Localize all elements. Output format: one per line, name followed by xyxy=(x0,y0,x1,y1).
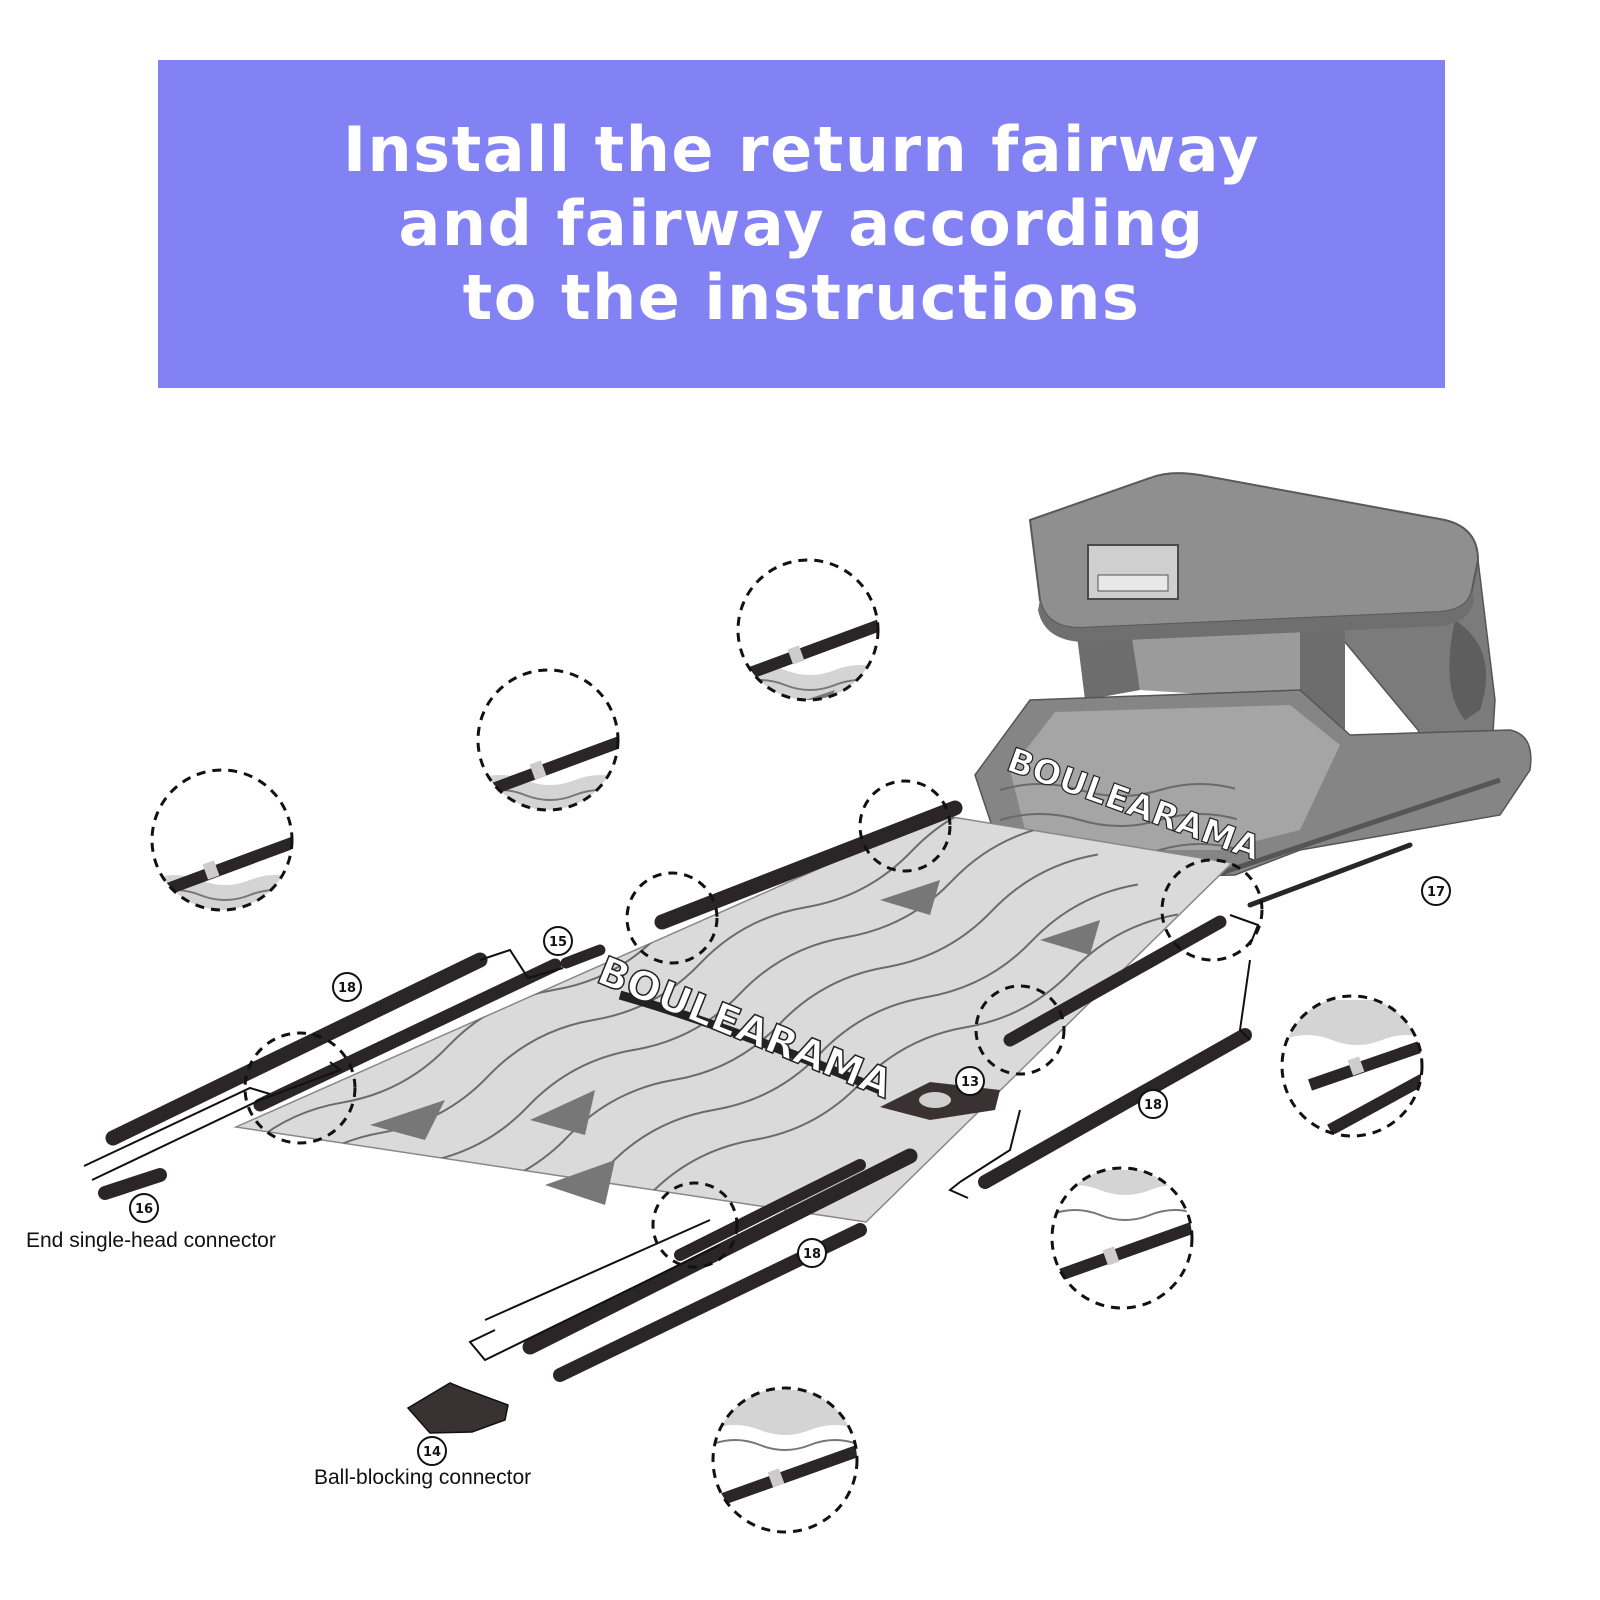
callout-15: 15 xyxy=(543,926,573,956)
machine-cover-front xyxy=(1038,590,1474,642)
score-counter-window xyxy=(1097,574,1169,592)
deck-inner xyxy=(1010,705,1340,850)
callout-17: 17 xyxy=(1421,876,1451,906)
svg-text:15: 15 xyxy=(549,935,567,950)
ball-connector-caption: Ball-blocking connector xyxy=(314,1466,532,1489)
callout-14: 14 xyxy=(417,1436,447,1466)
rail-right-upper xyxy=(1003,915,1227,1047)
zoom-detail-6 xyxy=(711,1386,859,1534)
zoom-detail-4 xyxy=(1280,994,1424,1138)
zoom-detail-5 xyxy=(1050,1166,1194,1310)
banner-line-1: Install the return fairway xyxy=(342,113,1261,186)
rail-front-3 xyxy=(674,1159,866,1261)
machine-opening xyxy=(1130,625,1300,700)
machine-side-wheel xyxy=(1449,620,1487,720)
banner-line-3: to the instructions xyxy=(462,261,1141,334)
lane-logo-swoosh xyxy=(618,990,882,1095)
svg-text:18: 18 xyxy=(803,1247,821,1262)
t-connector-hole xyxy=(919,1092,951,1108)
ball-blocking-connector-part xyxy=(406,1382,509,1434)
rail-right-lower xyxy=(978,1028,1252,1189)
title-banner: Install the return fairway and fairway a… xyxy=(158,60,1445,388)
rail-left-upper xyxy=(654,800,963,930)
fairway-lane: BOULEARAMA xyxy=(233,814,1234,1223)
end-connector-caption: End single-head connector xyxy=(26,1229,276,1252)
lane-surface xyxy=(233,814,1234,1223)
rail-right-return xyxy=(1247,842,1413,908)
svg-text:13: 13 xyxy=(961,1075,979,1090)
lane-arrow xyxy=(545,1160,615,1205)
callout-13: 13 xyxy=(955,1066,985,1096)
lane-arrow xyxy=(370,1100,445,1140)
pinsetter-machine: BOULEARAMA xyxy=(974,472,1532,883)
callout-16: 16 xyxy=(129,1193,159,1223)
callouts: 15 18 16 13 18 17 18 14 xyxy=(129,876,1451,1466)
lane-arrow xyxy=(530,1090,595,1135)
part-15-segment xyxy=(560,944,606,969)
machine-rail xyxy=(1199,777,1501,883)
svg-text:18: 18 xyxy=(1144,1098,1162,1113)
connection-lines xyxy=(83,914,1260,1362)
svg-text:18: 18 xyxy=(338,981,356,996)
rail-end-segment xyxy=(98,1168,167,1200)
rail-front-1 xyxy=(522,1148,918,1355)
callout-18-left: 18 xyxy=(332,972,362,1002)
detail-markers xyxy=(243,779,1264,1269)
zoom-detail-2 xyxy=(476,668,620,812)
lane-arrow xyxy=(880,880,940,915)
callout-18-front: 18 xyxy=(797,1238,827,1268)
banner-line-2: and fairway according xyxy=(398,187,1205,260)
callout-18-right: 18 xyxy=(1138,1089,1168,1119)
rail-left-lower xyxy=(105,952,488,1146)
lane-arrow xyxy=(1040,920,1100,955)
svg-text:14: 14 xyxy=(423,1445,441,1460)
svg-text:17: 17 xyxy=(1427,885,1445,900)
zoom-detail-1 xyxy=(150,768,294,912)
svg-text:16: 16 xyxy=(135,1202,153,1217)
zoom-detail-3 xyxy=(736,558,880,702)
